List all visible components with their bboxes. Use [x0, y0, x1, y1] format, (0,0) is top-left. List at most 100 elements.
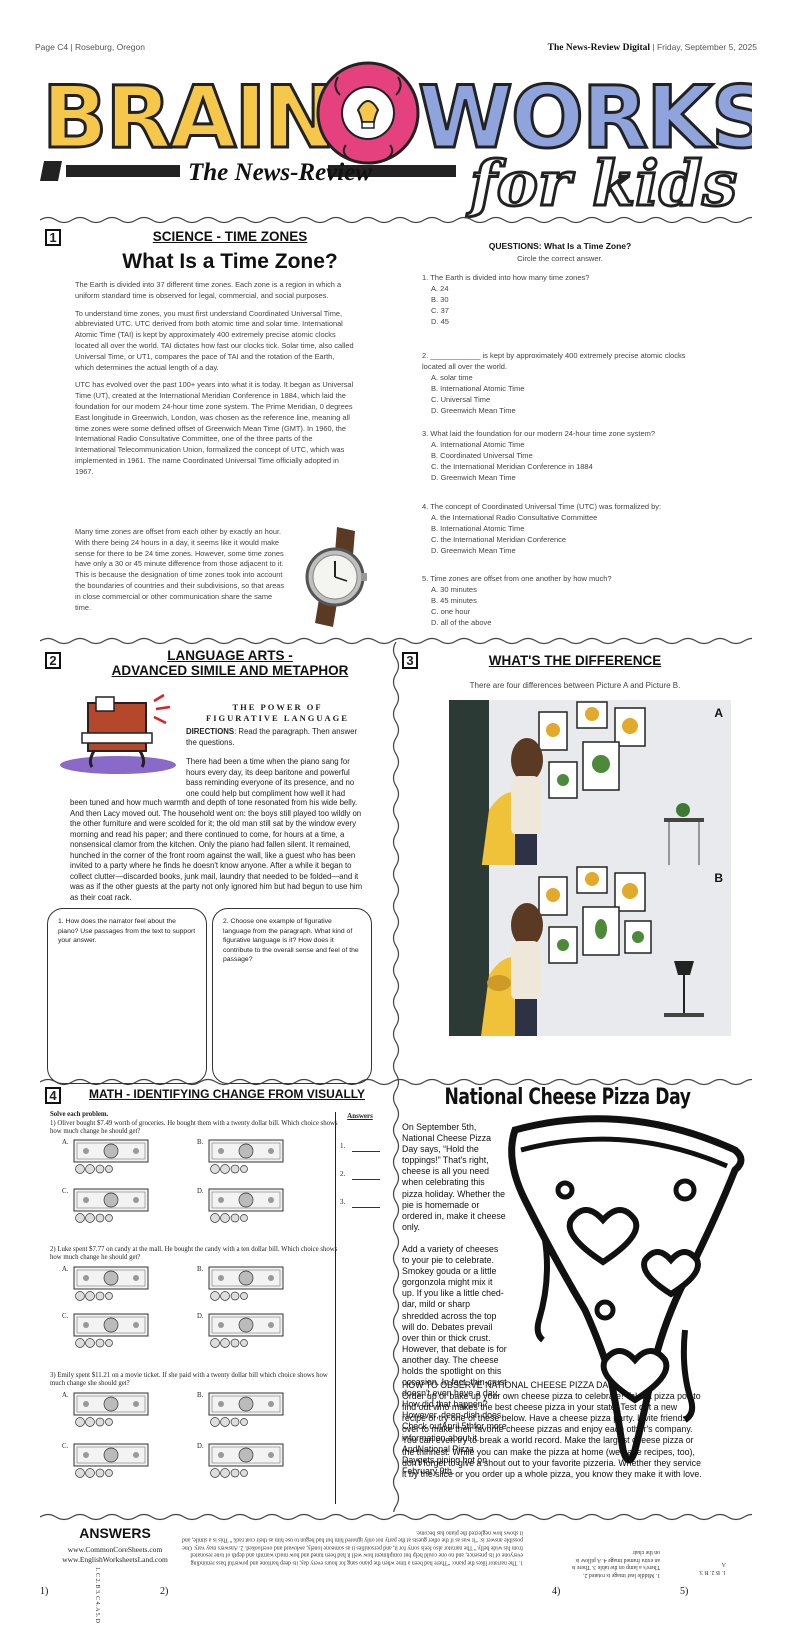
- science-paragraph: Many time zones are offset from each oth…: [75, 527, 285, 612]
- question-4: 4. The concept of Coordinated Universal …: [422, 501, 722, 556]
- question-5: 5. Time zones are offset from one anothe…: [422, 573, 722, 628]
- logo-brain: BRAIN: [42, 68, 334, 168]
- answer-box-2[interactable]: 2. Choose one example of figurative lang…: [212, 908, 372, 1084]
- dollar-bill-icon: [208, 1266, 284, 1301]
- money-illustration[interactable]: [72, 1442, 154, 1480]
- answers-column: Answers 1. 2. 3.: [340, 1112, 380, 1208]
- answer-option[interactable]: A. solar time: [431, 373, 473, 382]
- answer-option[interactable]: C. the International Meridian Conference: [431, 535, 567, 544]
- brainworks-logo: BRAIN WORKS The News-Review for kids: [40, 61, 752, 220]
- money-illustration[interactable]: [72, 1312, 154, 1350]
- passage-part-1: There had been a time when the piano san…: [186, 757, 355, 798]
- site-link-1[interactable]: www.CommonCoreSheets.com: [67, 1545, 163, 1554]
- question-1: 1. The Earth is divided into how many ti…: [422, 272, 722, 327]
- money-illustration[interactable]: [207, 1265, 289, 1303]
- answer-option[interactable]: C. one hour: [431, 607, 471, 616]
- figurative-title: THE POWER OF FIGURATIVE LANGUAGE: [185, 702, 370, 724]
- answer-option[interactable]: A. the International Radio Consultative …: [431, 513, 598, 522]
- answer-option[interactable]: A. 30 minutes: [431, 585, 477, 594]
- choice-label: C.: [62, 1443, 69, 1450]
- answer-option[interactable]: B. 30: [431, 295, 449, 304]
- answer-option[interactable]: B. International Atomic Time: [431, 384, 525, 393]
- question-text: 2. ____________ is kept by approximately…: [422, 351, 686, 371]
- answer-slot-1[interactable]: 1.: [340, 1124, 380, 1152]
- question-3: 3. What laid the foundation for our mode…: [422, 428, 722, 483]
- figurative-title-line2: FIGURATIVE LANGUAGE: [206, 713, 349, 723]
- money-illustration[interactable]: [72, 1391, 154, 1429]
- pizza-how-title: HOW TO OBSERVE NATIONAL CHEESE PIZZA DAY: [402, 1380, 614, 1390]
- picture-b-label: B: [714, 871, 723, 885]
- pizza-how-to: HOW TO OBSERVE NATIONAL CHEESE PIZZA DAY…: [402, 1380, 702, 1480]
- answer-slot-3[interactable]: 3.: [340, 1180, 380, 1208]
- answer-option[interactable]: A. 24: [431, 284, 449, 293]
- answer-slot-2[interactable]: 2.: [340, 1152, 380, 1180]
- section-4-number: 4: [45, 1087, 61, 1104]
- money-illustration[interactable]: [207, 1312, 289, 1350]
- dollar-bill-icon: [208, 1188, 284, 1223]
- answer-option[interactable]: D. 45: [431, 317, 449, 326]
- answer-box-1[interactable]: 1. How does the narrator feel about the …: [47, 908, 207, 1084]
- answer-option[interactable]: D. Greenwich Mean Time: [431, 546, 516, 555]
- money-illustration[interactable]: [72, 1187, 154, 1225]
- answer-option[interactable]: D. all of the above: [431, 618, 492, 627]
- answer-key-1: 1. C 2. B 3. C 4. A 5. D: [94, 1567, 100, 1624]
- answer-key-4: 1. Middle leaf image is rotated 2. There…: [571, 1549, 660, 1579]
- dollar-bill-icon: [73, 1266, 149, 1301]
- money-illustration[interactable]: [207, 1138, 289, 1176]
- question-text: 5. Time zones are offset from one anothe…: [422, 574, 612, 583]
- answer-line[interactable]: [352, 1180, 380, 1208]
- money-illustration[interactable]: [207, 1391, 289, 1429]
- money-illustration[interactable]: [207, 1187, 289, 1225]
- figurative-title-line1: THE POWER OF: [232, 702, 323, 712]
- edition-info: The News-Review Digital | Friday, Septem…: [548, 42, 757, 53]
- question-2: 2. ____________ is kept by approximately…: [422, 350, 707, 416]
- pizza-slice-icon: [508, 1115, 745, 1464]
- answer-option[interactable]: C. Universal Time: [431, 395, 491, 404]
- choice-label: A.: [62, 1266, 69, 1273]
- pizza-paragraph: Add a variety of cheeses to your pie to …: [402, 1243, 507, 1476]
- science-article: The Earth is divided into 37 different t…: [75, 280, 355, 485]
- section-2-number: 2: [45, 652, 61, 669]
- answer-option[interactable]: A. International Atomic Time: [431, 440, 525, 449]
- paper-name: The News-Review Digital: [547, 43, 651, 53]
- answer-option[interactable]: D. Greenwich Mean Time: [431, 406, 516, 415]
- science-paragraph: The Earth is divided into 37 different t…: [75, 280, 342, 300]
- answer-option[interactable]: D. Greenwich Mean Time: [431, 473, 516, 482]
- answer-option[interactable]: B. International Atomic Time: [431, 524, 525, 533]
- divider: [40, 1078, 752, 1086]
- answer-key-4-number: 4): [552, 1586, 561, 1597]
- divider: [40, 216, 752, 224]
- answer-key-2: 1. The narrator likes the piano: “There …: [181, 1529, 523, 1566]
- divider: [40, 1513, 752, 1521]
- answer-num: 2.: [340, 1170, 346, 1178]
- dollar-bill-icon: [208, 1139, 284, 1174]
- difference-instruction: There are four differences between Pictu…: [469, 681, 681, 690]
- answer-option[interactable]: C. 37: [431, 306, 449, 315]
- money-illustration[interactable]: [72, 1265, 154, 1303]
- answer-key-1-number: 1): [40, 1586, 49, 1597]
- science-paragraph: UTC has evolved over the past 100+ years…: [75, 380, 354, 476]
- picture-a[interactable]: A: [449, 700, 731, 871]
- choice-label: D.: [197, 1313, 204, 1320]
- answer-line[interactable]: [352, 1124, 380, 1152]
- choice-label: C.: [62, 1313, 69, 1320]
- dollar-bill-icon: [73, 1188, 149, 1223]
- page-info: Page C4 | Roseburg, Oregon: [35, 42, 145, 52]
- money-illustration[interactable]: [72, 1138, 154, 1176]
- answer-option[interactable]: B. Coordinated Universal Time: [431, 451, 533, 460]
- logo-paper-name: The News-Review: [188, 159, 372, 186]
- question-text: 1. The Earth is divided into how many ti…: [422, 273, 590, 282]
- choice-label: A.: [62, 1139, 69, 1146]
- answer-option[interactable]: B. 45 minutes: [431, 596, 477, 605]
- site-link-2[interactable]: www.EnglishWorksheetsLand.com: [62, 1555, 168, 1564]
- pizza-paragraph: On September 5th, National Cheese Pizza …: [402, 1122, 506, 1232]
- brain-bulb-icon: [316, 61, 420, 165]
- picture-b[interactable]: B: [449, 865, 731, 1036]
- money-illustration[interactable]: [207, 1442, 289, 1480]
- answer-line[interactable]: [352, 1152, 380, 1180]
- questions-instruction: Circle the correct answer.: [517, 254, 603, 263]
- questions-title: QUESTIONS: What Is a Time Zone?: [488, 241, 632, 251]
- room-illustration: [449, 865, 704, 1036]
- directions-text: : Read the paragraph. Then answer the qu…: [186, 727, 358, 747]
- answer-option[interactable]: C. the International Meridian Conference…: [431, 462, 593, 471]
